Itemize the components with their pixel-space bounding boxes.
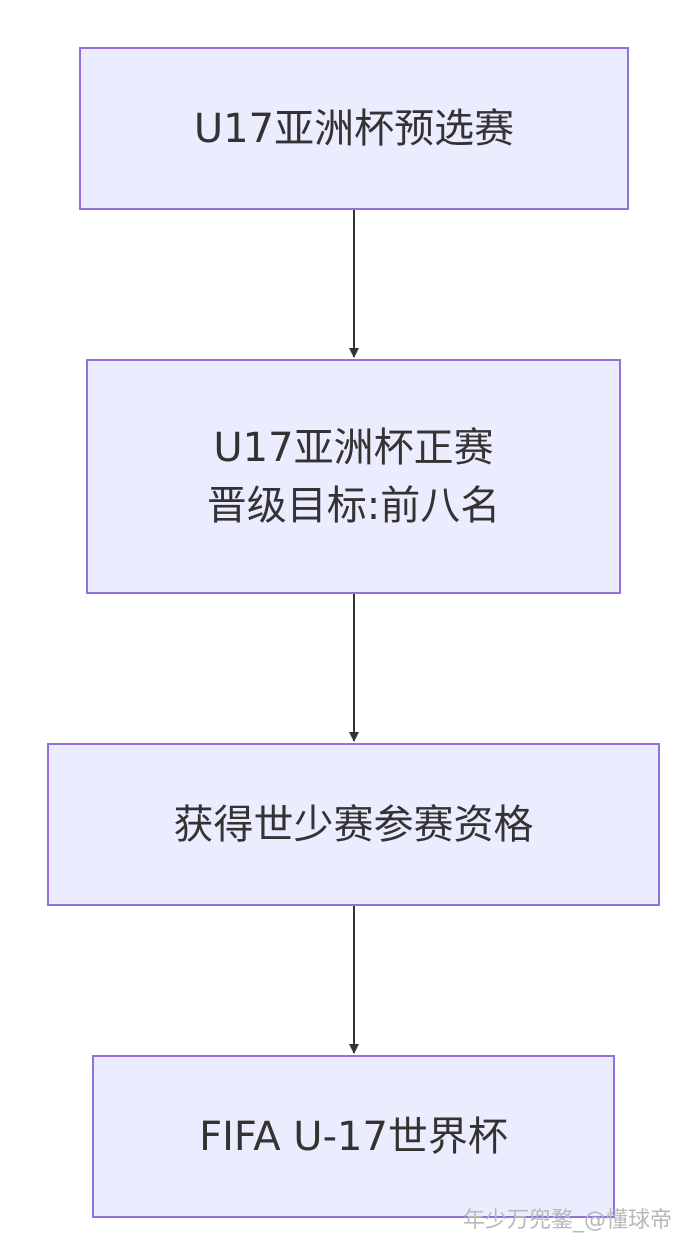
node-u17-finals-label-line2: 晋级目标:前八名 — [206, 482, 501, 529]
node-u17-finals-label-line1: U17亚洲杯正赛 — [213, 424, 494, 471]
node-u17-qualifiers-label: U17亚洲杯预选赛 — [193, 105, 515, 152]
node-u17-qualifiers: U17亚洲杯预选赛 — [79, 47, 629, 210]
node-world-cup-qualification: 获得世少赛参赛资格 — [47, 743, 660, 906]
watermark-text: 年少万兜鍪_@懂球帝 — [462, 1208, 672, 1233]
node-fifa-u17-world-cup-label: FIFA U-17世界杯 — [199, 1113, 508, 1160]
node-world-cup-qualification-label: 获得世少赛参赛资格 — [173, 801, 534, 848]
node-fifa-u17-world-cup: FIFA U-17世界杯 — [92, 1055, 615, 1218]
node-u17-finals: U17亚洲杯正赛 晋级目标:前八名 — [86, 359, 621, 594]
